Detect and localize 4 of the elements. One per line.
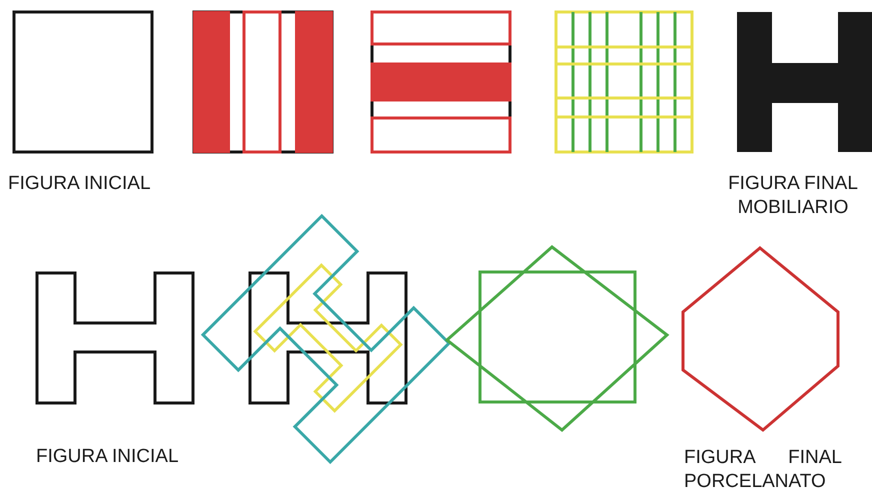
caption: FIGURA FINAL MOBILIARIO <box>727 172 859 220</box>
caption: FIGURA INICIAL <box>8 172 152 196</box>
caption: FIGURA INICIAL <box>36 445 180 469</box>
caption: FIGURA FINAL PORCELANATO <box>684 446 842 494</box>
